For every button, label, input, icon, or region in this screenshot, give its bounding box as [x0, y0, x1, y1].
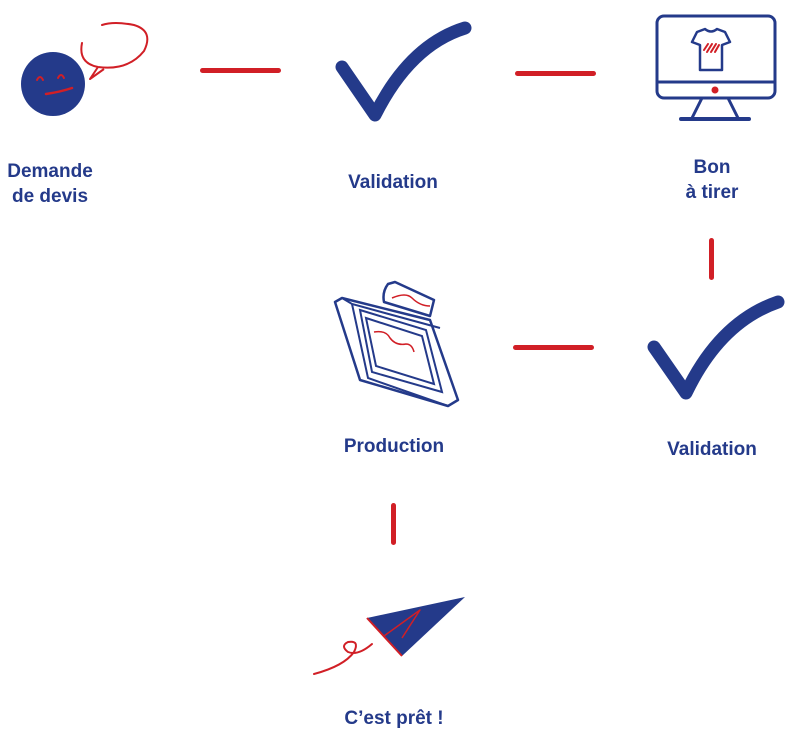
paper-plane-icon	[313, 597, 465, 675]
checkmark-icon	[335, 21, 472, 122]
step-label-quote: Demande de devis	[7, 161, 93, 207]
connector-proof-to-validation	[709, 238, 714, 280]
step-label-proof: Bon à tirer	[685, 157, 739, 203]
connector-production-to-ready	[391, 503, 396, 545]
monitor-tshirt-icon	[655, 14, 777, 121]
connector-quote-to-validation	[200, 68, 281, 73]
connector-validation-to-proof	[515, 71, 596, 76]
step-label-ready: C’est prêt !	[344, 708, 444, 729]
step-label-validation-1: Validation	[348, 172, 438, 193]
connector-validation-to-production	[513, 345, 594, 350]
step-label-production: Production	[343, 436, 445, 457]
step-label-validation-2: Validation	[667, 439, 757, 460]
screen-printing-frame-icon	[333, 280, 460, 408]
checkmark-icon	[647, 295, 785, 400]
smiley-speech-bubble-icon	[21, 22, 149, 116]
